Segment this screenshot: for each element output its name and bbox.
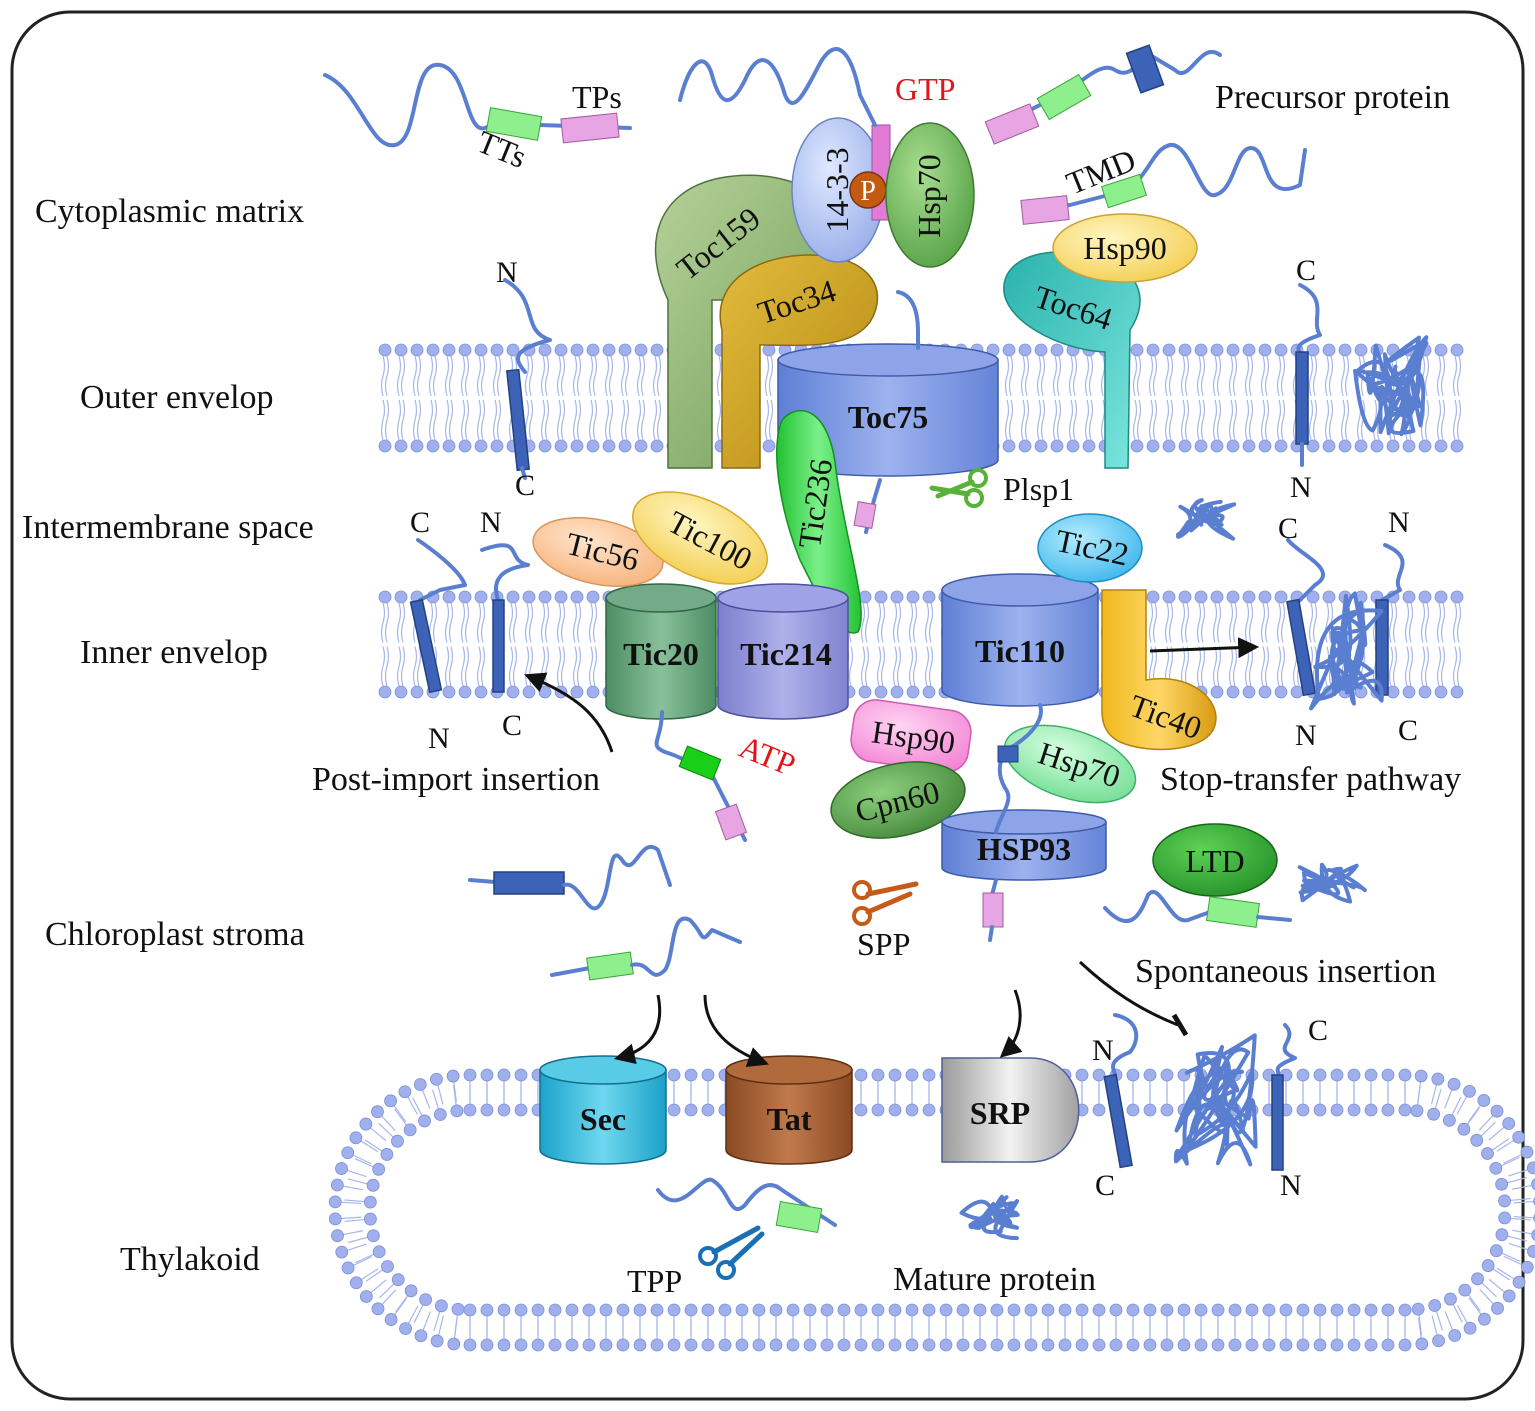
mature-protein-label: Mature protein <box>893 1261 1096 1298</box>
cpn60: Cpn60 <box>830 761 966 839</box>
tpp-scissors-icon <box>698 1225 765 1280</box>
ltd-label: LTD <box>1185 843 1244 879</box>
terminus-c: C <box>1278 512 1298 545</box>
tic214-label: Tic214 <box>740 636 832 672</box>
region-stroma: Chloroplast stroma <box>45 916 305 953</box>
tic20-label: Tic20 <box>623 636 699 672</box>
sec: Sec <box>539 1055 667 1165</box>
region-intermembrane: Intermembrane space <box>22 509 314 546</box>
tic110-label: Tic110 <box>975 633 1065 669</box>
hsp70-cytoplasm-label: Hsp70 <box>911 154 947 238</box>
tat: Tat <box>725 1055 853 1165</box>
phospho-group: P <box>849 171 887 209</box>
toc75-label: Toc75 <box>848 399 929 435</box>
tat-label: Tat <box>766 1101 811 1137</box>
tic56: Tic56 <box>532 517 664 587</box>
region-labels: Cytoplasmic matrix Outer envelop Interme… <box>22 193 314 1278</box>
hsp70-cytoplasm: Hsp70 <box>885 122 975 268</box>
annotation-labels: TPs TTs GTP Precursor protein TMD Plsp1 … <box>312 71 1461 1299</box>
tic40: Tic40 <box>1101 589 1217 751</box>
spp-scissors-icon <box>852 880 919 926</box>
terminus-c: C <box>515 469 535 502</box>
terminus-c: C <box>1095 1169 1115 1202</box>
plsp1-label: Plsp1 <box>1003 471 1074 507</box>
stop-transfer-label: Stop-transfer pathway <box>1160 761 1461 798</box>
terminus-n: N <box>1388 506 1410 539</box>
tic100: Tic100 <box>632 491 768 585</box>
folded-proteins <box>959 335 1429 1241</box>
terminus-n: N <box>1295 719 1317 752</box>
hsp70-stroma: Hsp70 <box>1003 724 1137 804</box>
hsp93-label: HSP93 <box>977 831 1071 867</box>
hsp93: HSP93 <box>941 809 1107 881</box>
ltd: LTD <box>1152 823 1278 897</box>
terminus-n: N <box>1290 471 1312 504</box>
tps-label: TPs <box>572 79 622 115</box>
toc34: Toc34 <box>719 254 879 469</box>
hsp90-cytoplasm: Hsp90 <box>1052 213 1198 283</box>
spp-label: SPP <box>857 926 910 962</box>
gtp-label: GTP <box>895 71 955 107</box>
p14-3-3: 14-3-3 <box>791 117 885 263</box>
polypeptide-chains <box>323 44 1405 1234</box>
post-import-insertion-label: Post-import insertion <box>312 761 600 798</box>
pathway-arrows <box>613 637 1260 1067</box>
terminus-c: C <box>1296 254 1316 287</box>
terminus-c: C <box>1398 714 1418 747</box>
terminus-c: C <box>410 506 430 539</box>
p14-3-3-label: 14-3-3 <box>819 147 855 232</box>
tic236: Tic236 <box>776 409 862 634</box>
terminus-labels: N C C N C N N C C N N C N C C N <box>410 254 1418 1202</box>
precursor-protein-label: Precursor protein <box>1215 79 1450 116</box>
tic214: Tic214 <box>717 583 849 720</box>
plsp1-scissors-icon <box>929 468 988 508</box>
region-inner-envelope: Inner envelop <box>80 634 268 671</box>
terminus-n: N <box>496 256 518 289</box>
srp: SRP <box>941 1057 1080 1163</box>
region-cytoplasm: Cytoplasmic matrix <box>35 193 304 230</box>
toc64: Toc64 <box>1003 251 1141 469</box>
tic22: Tic22 <box>1037 513 1143 583</box>
srp-label: SRP <box>970 1095 1030 1131</box>
tic110: Tic110 <box>941 573 1099 707</box>
hsp90-cytoplasm-label: Hsp90 <box>1083 230 1167 266</box>
tpp-label: TPP <box>627 1263 682 1299</box>
hsp90-stroma: Hsp90 <box>850 699 972 773</box>
tic20: Tic20 <box>605 583 717 720</box>
sec-label: Sec <box>580 1101 626 1137</box>
terminus-c: C <box>1308 1014 1328 1047</box>
terminus-n: N <box>428 722 450 755</box>
terminus-n: N <box>1092 1034 1114 1067</box>
spontaneous-insertion-label: Spontaneous insertion <box>1135 953 1436 990</box>
region-thylakoid: Thylakoid <box>120 1241 260 1278</box>
region-outer-envelope: Outer envelop <box>80 379 274 416</box>
terminus-c: C <box>502 709 522 742</box>
phospho-label: P <box>860 176 876 207</box>
terminus-n: N <box>480 506 502 539</box>
toc75: Toc75 <box>777 343 999 477</box>
terminus-n: N <box>1280 1169 1302 1202</box>
